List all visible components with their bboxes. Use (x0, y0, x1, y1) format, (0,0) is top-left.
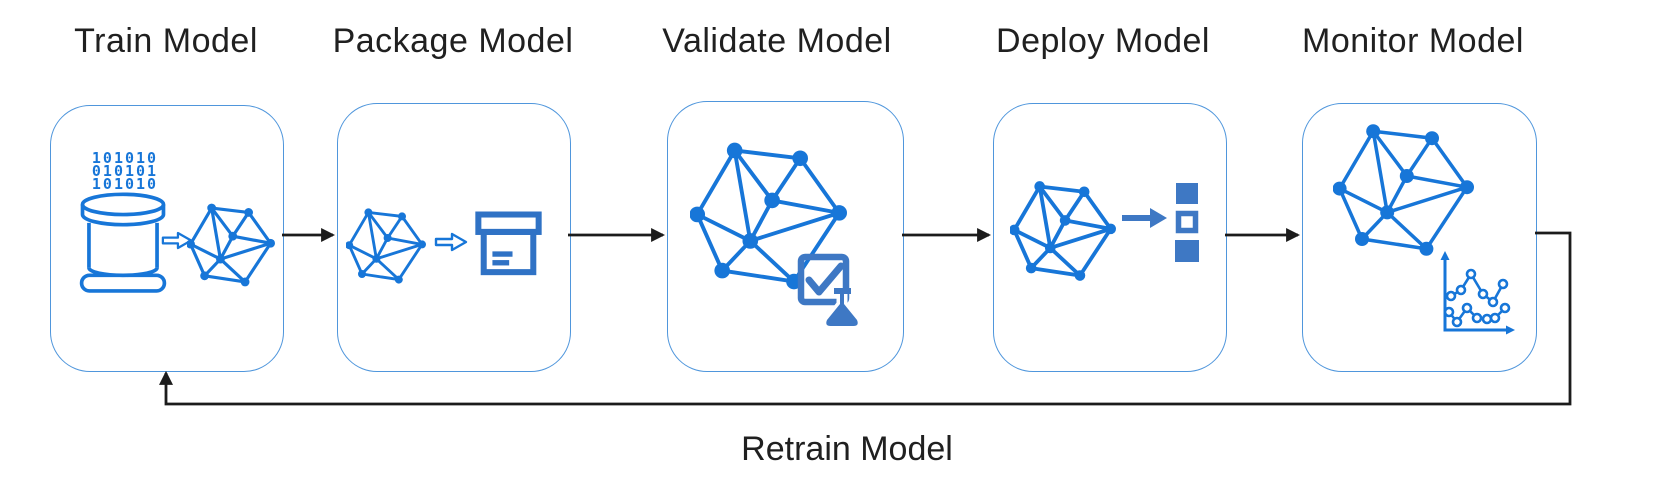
line-chart-icon (1440, 251, 1515, 335)
stage-box-monitor (1302, 103, 1537, 372)
stage-title-monitor: Monitor Model (1302, 22, 1524, 60)
binary-row: 101010 (91, 149, 159, 167)
stage-box-package (337, 103, 571, 372)
binary-data-icon: 101010 010101 101010 (75, 149, 175, 193)
database-icon (79, 192, 167, 293)
deploy-arrow-icon (1122, 208, 1167, 228)
binary-row: 101010 (91, 175, 159, 193)
transform-arrow-icon (434, 232, 468, 252)
flask-icon (822, 288, 862, 328)
archive-box-icon (475, 211, 542, 276)
check-badge-icon (797, 253, 862, 328)
stage-box-validate (667, 101, 904, 372)
transform-arrow-icon (161, 231, 193, 250)
stage-title-validate: Validate Model (662, 22, 892, 60)
stage-title-train: Train Model (74, 22, 258, 60)
retrain-label: Retrain Model (741, 430, 953, 468)
container-stack-icon (1175, 183, 1199, 262)
stage-title-deploy: Deploy Model (996, 22, 1210, 60)
stage-box-deploy (993, 103, 1227, 372)
retrain-feedback-arrow (159, 231, 1572, 406)
stage-title-package: Package Model (332, 22, 574, 60)
binary-row: 010101 (91, 162, 159, 180)
